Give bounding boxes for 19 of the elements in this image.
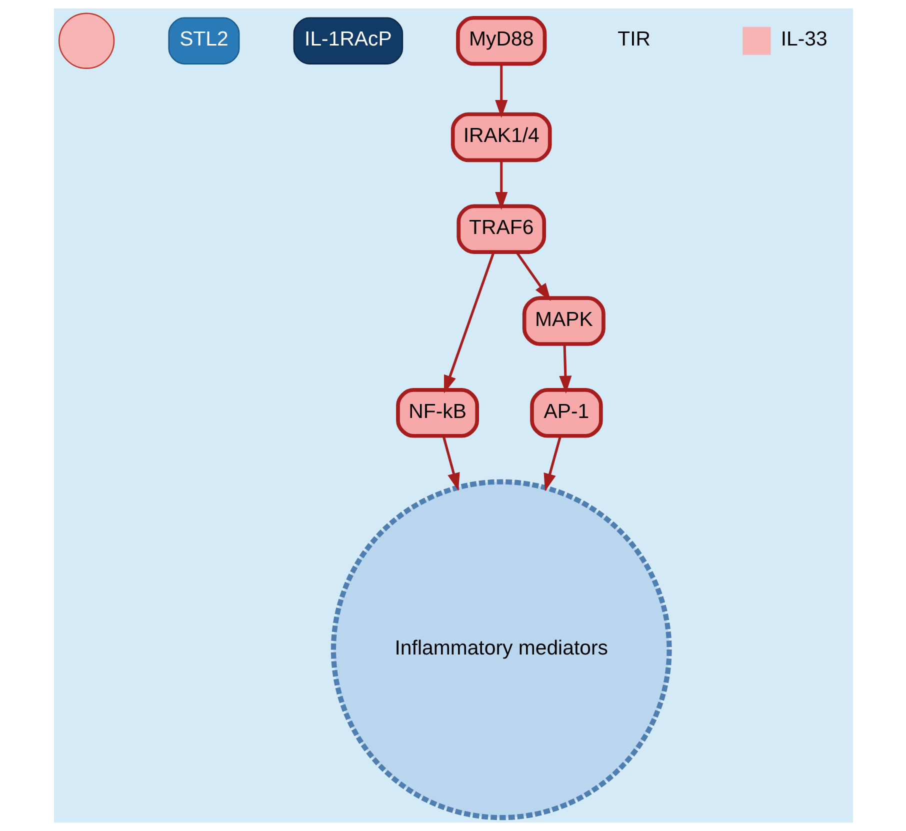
legend-label: IL-33: [780, 28, 827, 51]
node-box: STL2: [168, 17, 240, 64]
node-circle: [58, 12, 114, 69]
arrow: [543, 436, 562, 492]
node-box: IRAK1/4: [450, 112, 552, 162]
node-circle: Inflammatory mediators: [330, 479, 672, 820]
node-box: MAPK: [522, 296, 605, 346]
arrow: [558, 344, 572, 394]
node-box: AP-1: [530, 388, 602, 438]
node-box: TRAF6: [456, 204, 546, 254]
node-box: IL-1RAcP: [292, 17, 403, 64]
arrow: [443, 252, 494, 394]
arrow: [442, 436, 460, 491]
arrow: [494, 64, 508, 118]
node-box: NF-kB: [396, 388, 479, 438]
node-box: MyD88: [456, 16, 546, 66]
label: TIR: [617, 28, 650, 51]
arrow: [515, 252, 550, 302]
arrow: [494, 160, 508, 210]
